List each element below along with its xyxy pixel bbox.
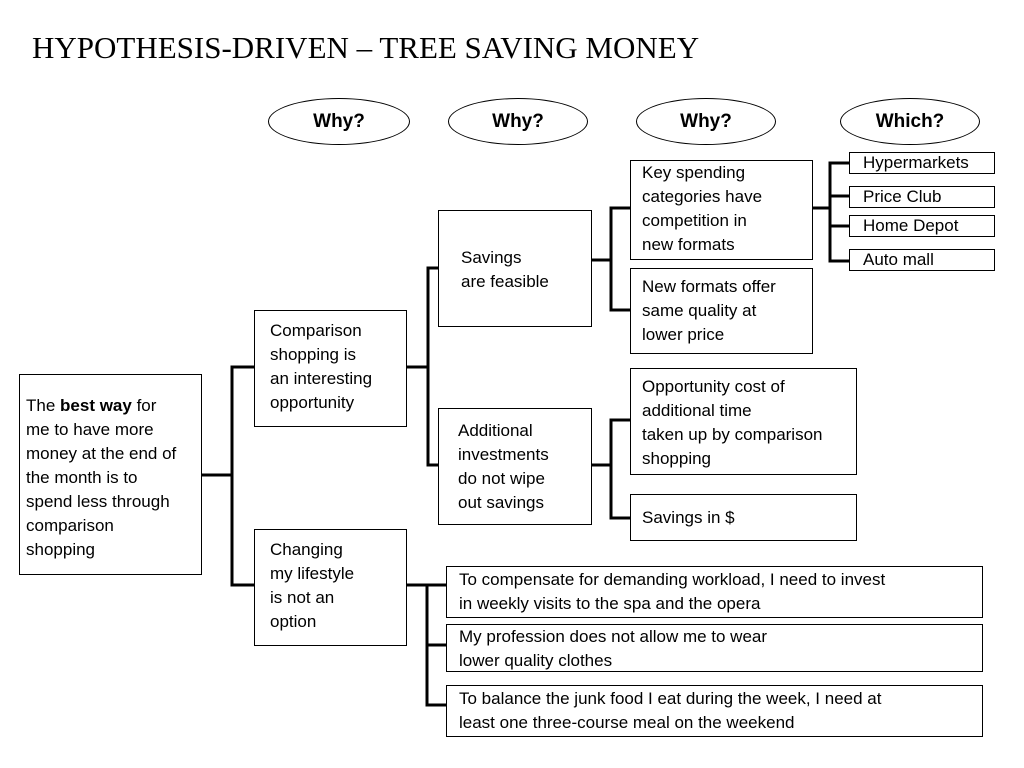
root-prefix: The bbox=[26, 396, 61, 415]
which-label: Hypermarkets bbox=[863, 153, 969, 172]
savings-dollars-box: Savings in $ bbox=[630, 494, 857, 541]
page-title: HYPOTHESIS-DRIVEN – TREE SAVING MONEY bbox=[32, 30, 700, 65]
node-label: Savings are feasible bbox=[461, 248, 549, 291]
savings-feasible-box: Savings are feasible bbox=[438, 210, 592, 327]
meal-statement-box: To balance the junk food I eat during th… bbox=[446, 685, 983, 737]
which-auto-mall-box: Auto mall bbox=[849, 249, 995, 271]
statement-label: To balance the junk food I eat during th… bbox=[459, 689, 882, 732]
why-oval-1: Why? bbox=[268, 98, 410, 145]
comparison-shopping-box: Comparison shopping is an interesting op… bbox=[254, 310, 407, 427]
why-oval-3: Why? bbox=[636, 98, 776, 145]
node-label: Comparison shopping is an interesting op… bbox=[270, 321, 373, 412]
why-oval-2: Why? bbox=[448, 98, 588, 145]
which-oval: Which? bbox=[840, 98, 980, 145]
statement-label: To compensate for demanding workload, I … bbox=[459, 570, 886, 613]
root-rest: for me to have more money at the end of … bbox=[26, 396, 177, 559]
oval-label: Why? bbox=[313, 110, 365, 132]
oval-label: Why? bbox=[492, 110, 544, 132]
root-emphasis: best way bbox=[60, 396, 132, 415]
node-label: Opportunity cost of additional time take… bbox=[642, 377, 823, 468]
node-label: Key spending categories have competition… bbox=[642, 163, 763, 254]
node-label: Savings in $ bbox=[642, 508, 735, 527]
key-spending-box: Key spending categories have competition… bbox=[630, 160, 813, 260]
additional-investments-box: Additional investments do not wipe out s… bbox=[438, 408, 592, 525]
spa-opera-statement-box: To compensate for demanding workload, I … bbox=[446, 566, 983, 618]
node-label: Changing my lifestyle is not an option bbox=[270, 540, 355, 631]
oval-label: Which? bbox=[875, 110, 945, 132]
clothes-statement-box: My profession does not allow me to wear … bbox=[446, 624, 983, 672]
node-label: New formats offer same quality at lower … bbox=[642, 277, 776, 344]
statement-label: My profession does not allow me to wear … bbox=[459, 627, 768, 670]
node-label: Additional investments do not wipe out s… bbox=[458, 421, 549, 512]
changing-lifestyle-box: Changing my lifestyle is not an option bbox=[254, 529, 407, 646]
opportunity-cost-box: Opportunity cost of additional time take… bbox=[630, 368, 857, 475]
new-formats-box: New formats offer same quality at lower … bbox=[630, 268, 813, 354]
which-price-club-box: Price Club bbox=[849, 186, 995, 208]
oval-label: Why? bbox=[680, 110, 732, 132]
root-hypothesis-box: The best way for me to have more money a… bbox=[19, 374, 202, 575]
which-label: Home Depot bbox=[863, 216, 959, 235]
which-hypermarkets-box: Hypermarkets bbox=[849, 152, 995, 174]
which-label: Price Club bbox=[863, 187, 942, 206]
which-home-depot-box: Home Depot bbox=[849, 215, 995, 237]
which-label: Auto mall bbox=[863, 250, 934, 269]
